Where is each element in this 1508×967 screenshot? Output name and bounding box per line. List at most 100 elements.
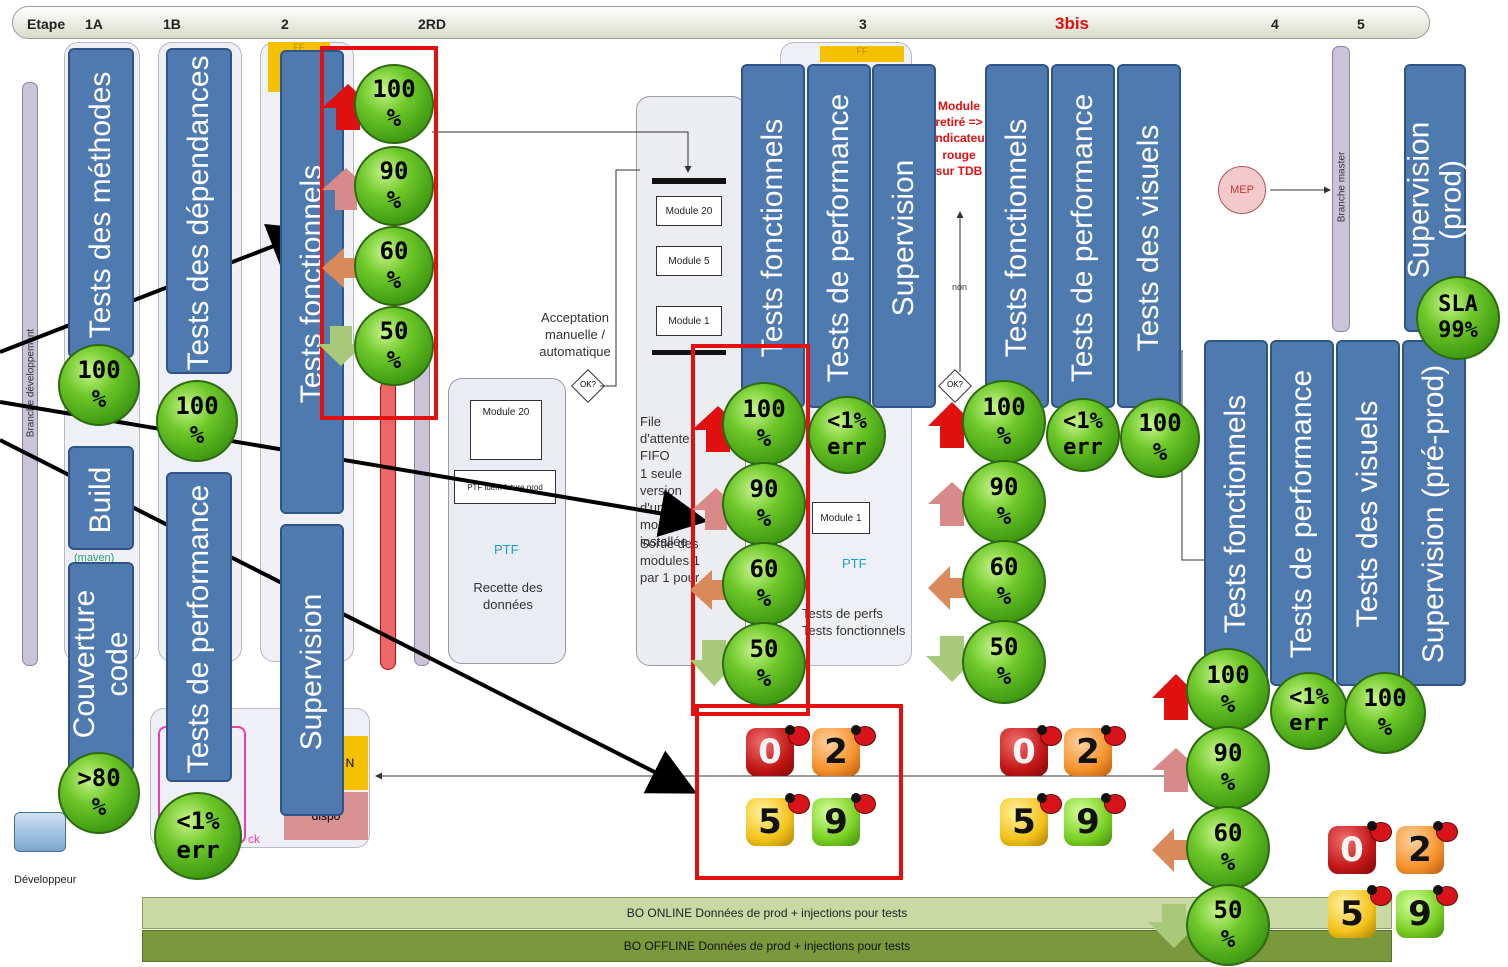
badge-err-3bis: <1% err [1046,398,1120,472]
developpeur-icon [14,812,66,852]
arrow-left-orange-icon [1152,828,1200,872]
ck-label: ck [248,832,260,846]
tests-fonctionnels-3-box: Tests fonctionnels [741,64,805,408]
ladybug-icon [1101,725,1126,746]
module-20-ptf-box: Module 20 [470,400,542,460]
badge-sla: SLA 99% [1416,276,1500,360]
supervision-3-box: Supervision [872,64,936,408]
badge-60-4: 60 % [1186,806,1270,890]
ladybug-icon [1367,885,1392,906]
badge-100-visuels-4: 100 % [1344,672,1426,754]
ladybug-icon [851,725,876,746]
supervision-2-box: Supervision [280,524,344,816]
ff-label-3: FF [856,46,868,56]
badge-100-1b: 100 % [156,380,238,462]
stage-1a: 1A [85,16,103,32]
stage-3: 3 [859,16,867,32]
ladybug-icon [1433,821,1458,842]
branche-master-rail: Branche master [1332,46,1350,332]
bug-major-gem-3bis: 2 [1064,728,1112,776]
build-box: Build [68,446,134,550]
badge-100-1a: 100 % [58,344,140,426]
highlight-frame-bugs-3 [695,704,903,880]
stage-5: 5 [1357,16,1365,32]
badge-50-2rd: 50 % [354,306,434,386]
module-1-box: Module 1 [656,306,722,336]
ladybug-icon [1037,793,1062,814]
arrow-down-green-icon [926,636,978,682]
ptf-label-3: PTF [842,556,867,571]
ladybug-icon [851,793,876,814]
bug-minor-gem-3bis: 5 [1000,798,1048,846]
badge-coverage: >80 % [58,752,140,834]
arrow-up-red-icon [1152,674,1200,720]
recette-label: Recette des données [473,580,543,612]
tests-dependances-box: Tests des dépendances [166,48,232,374]
sortie-label: Sortie des modules 1 par 1 pour [640,536,700,585]
badge-60-2rd: 60 % [354,226,434,306]
arrow-down-green-icon [318,326,364,366]
ladybug-icon [1433,885,1458,906]
badge-50-4: 50 % [1186,884,1270,966]
tests-perfs-label: Tests de perfs Tests fonctionnels [802,606,906,638]
stage-4: 4 [1271,16,1279,32]
module-20-box: Module 20 [656,196,722,226]
tests-visuels-4-box: Tests des visuels [1336,340,1400,686]
module-1-ptf-box: Module 1 [812,502,870,534]
mep-node: MEP [1218,166,1266,214]
badge-60-3bis: 60 % [962,540,1046,624]
ladybug-icon [1367,821,1392,842]
module-retire-note: Module retiré => indicateur rouge sur TD… [932,99,990,178]
stage-2rd: 2RD [418,16,447,32]
badge-100-visuels-3bis: 100 % [1120,398,1200,478]
tests-visuels-3bis-box: Tests des visuels [1117,64,1181,408]
fifo-bottom-bar [652,350,726,355]
bug-trivial-gem-3: 9 [812,798,860,846]
badge-90-3bis: 90 % [962,460,1046,544]
bo-online-label: BO ONLINE Données de prod + injections p… [626,906,908,920]
badge-100-3bis: 100 % [962,380,1046,464]
stage-3bis: 3bis [1055,14,1090,33]
bug-major-gem-3: 2 [812,728,860,776]
stage-2: 2 [281,16,289,32]
arrow-up-pink-icon [322,168,370,210]
acceptation-label: Acceptation manuelle / automatique [539,310,611,359]
ff-label-2: FF [293,42,305,52]
badge-100-4: 100 % [1186,648,1270,732]
arrow-up-red-icon [692,406,744,452]
n-label: N [345,756,355,770]
tests-fonctionnels-2-box: Tests fonctionnels [280,50,344,514]
arrow-to-tests-fonctionnels [0,224,318,354]
badge-err-1b: <1% err [154,792,242,880]
ladybug-icon [1101,793,1126,814]
highlight-frame-badges-3 [691,344,810,716]
bo-offline-label: BO OFFLINE Données de prod + injections … [623,939,911,953]
stage-label: Etape [27,16,66,32]
badge-50-3bis: 50 % [962,620,1046,704]
arrow-down-green-icon [1148,904,1200,948]
tests-fonctionnels-4-box: Tests fonctionnels [1204,340,1268,686]
module-5-box: Module 5 [656,246,722,276]
tests-performance-1b-box: Tests de performance [166,472,232,782]
arrow-left-orange-icon [928,566,976,610]
badge-err-4: <1% err [1270,672,1348,750]
badge-90-2rd: 90 % [354,146,434,226]
bug-minor-gem-3: 5 [746,798,794,846]
highlight-frame-2rd [320,46,438,420]
ff-box-3: FF [820,46,904,62]
tests-methodes-box: Tests des méthodes [68,48,134,358]
badge-90-3: 90 % [722,462,806,546]
supervision-preprod-box: Supervision (pré-prod) [1402,340,1466,686]
bug-major-gem-4: 2 [1396,826,1444,874]
fifo-label: File d'attente FIFO [640,414,690,463]
ladybug-icon [785,725,810,746]
bug-minor-gem-4: 5 [1328,890,1376,938]
branche-developpement-rail: Branche développement [22,82,38,666]
developpeur-label: Développeur [14,874,77,886]
arrow-down-green-icon [690,640,740,686]
bug-critical-gem-4: 0 [1328,826,1376,874]
ok-label-fifo: OK? [580,380,597,389]
arrow-up-red-icon [322,84,374,130]
stage-bar: Etape 1A 1B 2 2RD 3 3bis 4 5 [12,6,1430,39]
bug-critical-gem-3: 0 [746,728,794,776]
